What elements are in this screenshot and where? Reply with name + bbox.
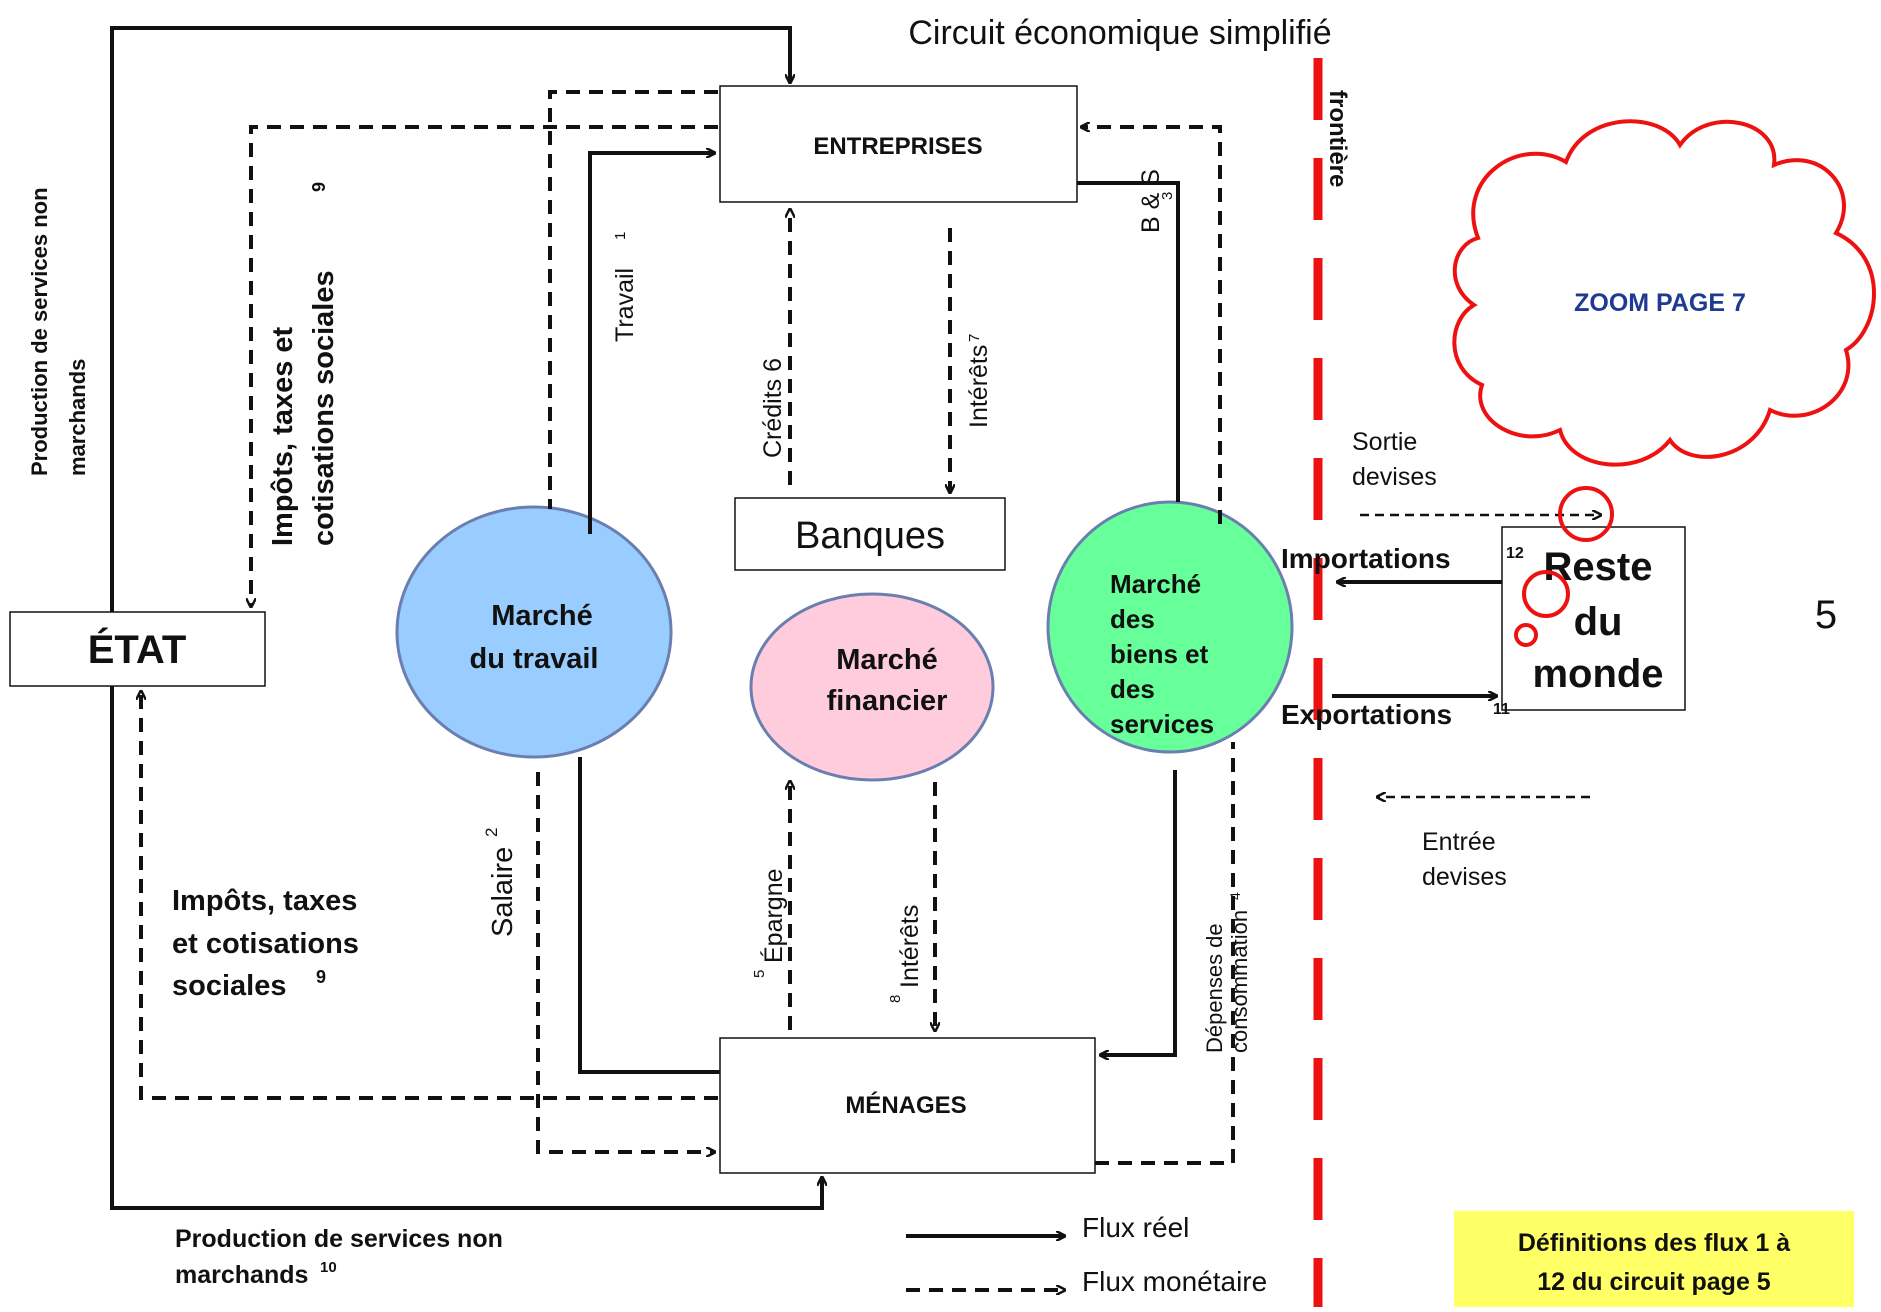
menages-box [719, 1037, 1096, 1174]
zoom-cloud-label: ZOOM PAGE 7 [1574, 289, 1746, 317]
label-production-bottom-num: 10 [320, 1259, 337, 1276]
thought-bubble-2 [1522, 570, 1570, 618]
reste-du-monde-line-3: monde [1532, 652, 1663, 696]
flow-production-bottom [110, 686, 822, 1210]
flow-biens-to-menages [1101, 770, 1177, 1055]
entreprises-box [719, 85, 1078, 203]
label-importations: Importations [1281, 543, 1451, 574]
etat-label: ÉTAT [88, 627, 187, 672]
label-production-top-1: Production de services non [27, 187, 52, 476]
marche-biens-line-3: biens et [1110, 639, 1209, 669]
banques-box [734, 497, 1006, 571]
flow-production-top [110, 26, 790, 612]
label-importations-num: 12 [1506, 545, 1524, 562]
marche-travail-line-1: Marché [491, 600, 593, 632]
label-depenses-num: 4 [1227, 892, 1243, 900]
label-exportations-num: 11 [1493, 701, 1510, 718]
label-travail: Travail [611, 268, 639, 342]
label-production-bottom-2: marchands [175, 1261, 308, 1289]
label-impots-top-1: Impôts, taxes et [267, 326, 299, 546]
label-production-bottom-1: Production de services non [175, 1225, 503, 1253]
marche-biens-line-4: des [1110, 674, 1155, 704]
etat-box [9, 611, 266, 687]
legend-reel-label: Flux réel [1082, 1212, 1189, 1243]
legend-monetaire-label: Flux monétaire [1082, 1266, 1267, 1297]
marche-travail-line-2: du travail [470, 643, 599, 675]
label-interets-bottom-num: 8 [887, 995, 904, 1003]
diagram-title: Circuit économique simplifié [908, 14, 1331, 52]
flow-biens-services [1077, 181, 1180, 502]
flow-salaire-solid [578, 757, 720, 1074]
marche-financier-line-2: financier [827, 685, 948, 717]
flow-depenses-top [1082, 127, 1222, 524]
flow-impots-bottom [141, 692, 718, 1100]
label-depenses-2: consommation [1227, 910, 1252, 1053]
reste-du-monde-box [1501, 526, 1686, 711]
label-production-top-2: marchands [65, 359, 90, 476]
marche-biens-line-1: Marché [1110, 569, 1201, 599]
label-impots-bottom-2: et cotisations [172, 928, 359, 960]
marche-biens-line-2: des [1110, 604, 1155, 634]
label-epargne-num: 5 [751, 970, 768, 978]
label-impots-top-2: cotisations sociales [308, 270, 340, 546]
label-credits: Crédits 6 [759, 358, 787, 458]
label-bs-num: 3 [1159, 192, 1176, 200]
label-salaire-num: 2 [482, 828, 501, 837]
label-salaire: Salaire [487, 847, 519, 937]
reste-du-monde-line-2: du [1574, 600, 1623, 644]
flow-travail [588, 153, 714, 534]
label-impots-bottom-3: sociales [172, 970, 286, 1002]
label-impots-bottom-1: Impôts, taxes [172, 885, 357, 917]
marche-financier-line-1: Marché [836, 644, 938, 676]
label-bs: B & S [1137, 169, 1165, 233]
flow-salaire-dashed-top [548, 90, 718, 509]
label-impots-top-num: 9 [309, 182, 329, 192]
banques-label: Banques [795, 515, 945, 557]
label-interets-bottom: Intérêts [896, 905, 924, 988]
definitions-note-line-2: 12 du circuit page 5 [1537, 1268, 1771, 1296]
flow-impots-top [251, 125, 718, 606]
marche-travail-ellipse [395, 505, 673, 759]
label-depenses-1: Dépenses de [1202, 923, 1227, 1053]
label-impots-bottom-num: 9 [316, 967, 326, 987]
label-travail-num: 1 [612, 232, 629, 240]
label-entree-devises-2: devises [1422, 863, 1507, 891]
label-entree-devises-1: Entrée [1422, 828, 1496, 856]
thought-bubble-3 [1514, 623, 1538, 647]
label-epargne: Épargne [759, 868, 788, 963]
page-number: 5 [1815, 593, 1837, 637]
thought-bubble-1 [1558, 486, 1614, 542]
zoom-cloud[interactable]: ZOOM PAGE 7 [1452, 119, 1876, 467]
label-interets-top-num: 7 [966, 334, 983, 342]
flow-depenses-bottom [1095, 742, 1235, 1165]
label-sortie-devises-2: devises [1352, 463, 1437, 491]
marche-financier-ellipse [749, 592, 995, 782]
definitions-note-line-1: Définitions des flux 1 à [1518, 1229, 1790, 1257]
entreprises-label: ENTREPRISES [813, 133, 982, 160]
marche-biens-line-5: services [1110, 709, 1214, 739]
frontier-label: frontière [1324, 90, 1351, 187]
flow-salaire-dashed-bottom [536, 772, 714, 1152]
zoom-cloud-outline [1452, 119, 1876, 467]
label-exportations: Exportations [1281, 699, 1452, 730]
reste-du-monde-line-1: Reste [1544, 545, 1653, 589]
menages-label: MÉNAGES [845, 1091, 966, 1119]
label-interets-top: Intérêts [965, 345, 993, 428]
marche-biens-ellipse [1046, 500, 1294, 754]
definitions-note-box [1454, 1211, 1854, 1307]
label-sortie-devises-1: Sortie [1352, 428, 1417, 456]
